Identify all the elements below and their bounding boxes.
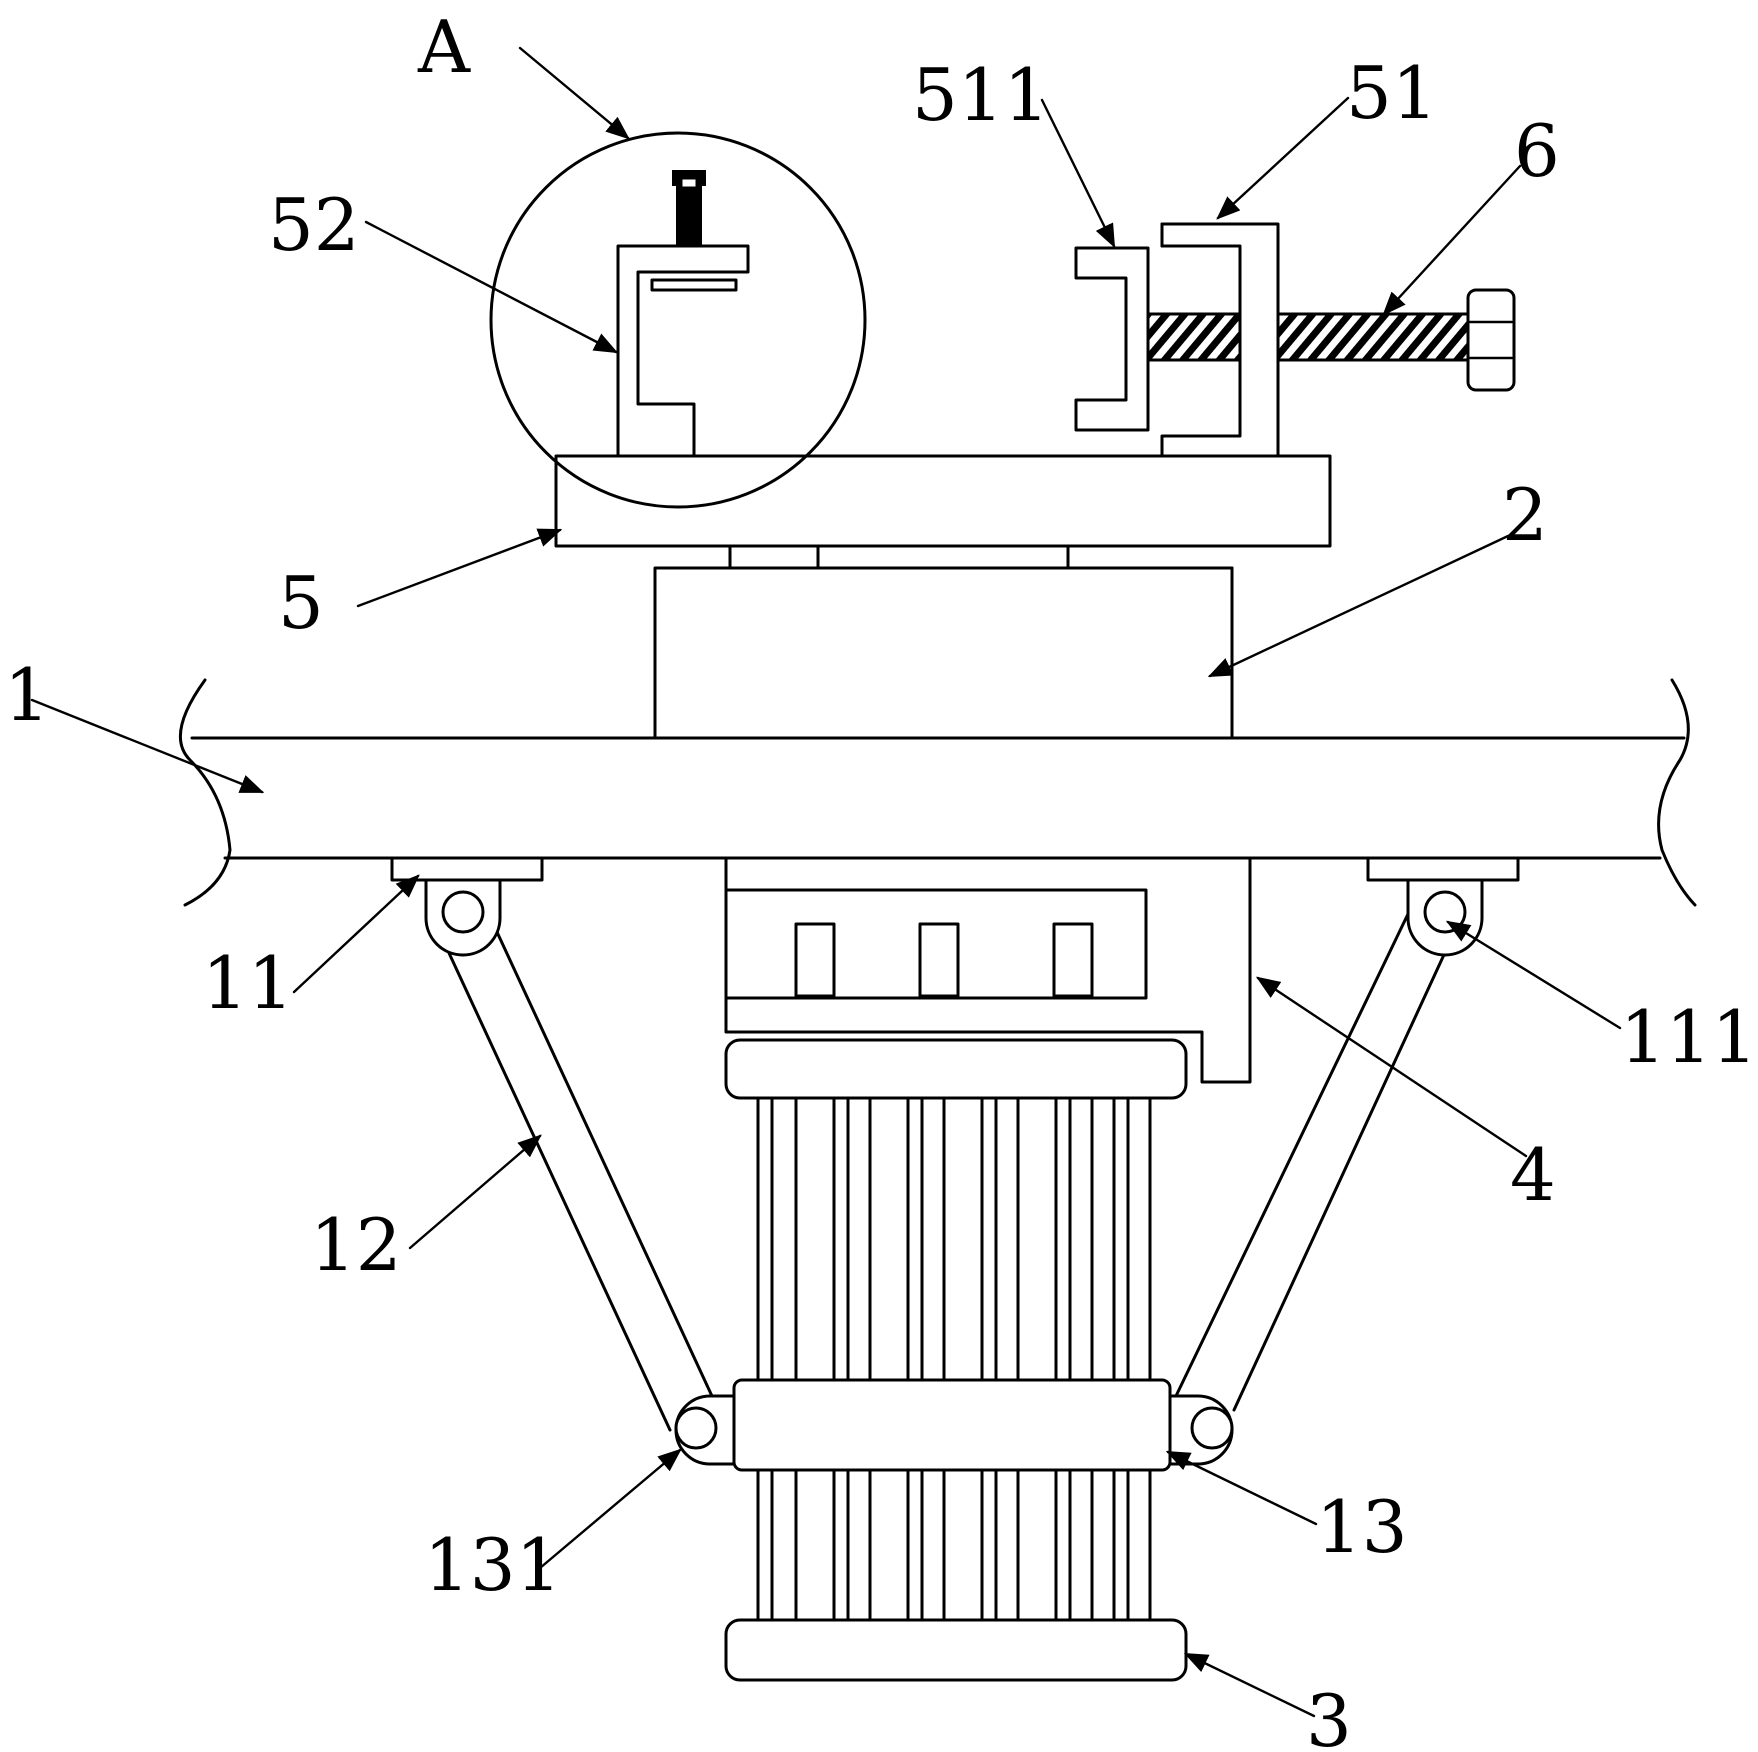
pivot-111: [1423, 890, 1467, 934]
label-11: 11: [202, 941, 294, 1025]
jaw-511: [1074, 246, 1150, 432]
housing-4: [724, 856, 1252, 1084]
label-4: 4: [1510, 1133, 1556, 1217]
label-3: 3: [1306, 1679, 1352, 1752]
roller-bristles: [756, 1096, 1152, 1622]
label-511: 511: [912, 53, 1049, 137]
detail-circle-a: [489, 131, 867, 509]
screw-6: [1146, 288, 1516, 392]
reference-labels: A 52 511 51 6 5 2 1 11 111 4 12 131 13 3: [4, 5, 1757, 1752]
label-a: A: [417, 5, 471, 89]
leader-lines: [30, 46, 1622, 1718]
label-2: 2: [1502, 473, 1548, 557]
mount-11-left: [390, 856, 544, 957]
label-12: 12: [310, 1203, 402, 1287]
label-52: 52: [268, 183, 360, 267]
roller-3: [724, 1038, 1188, 1682]
label-5: 5: [278, 561, 324, 645]
link-12-right: [1174, 912, 1462, 1412]
mount-11-right: [1366, 856, 1520, 957]
link-12-left: [428, 902, 726, 1432]
block-2: [653, 566, 1234, 740]
block-51: [1160, 222, 1280, 458]
collar-13: [674, 1378, 1234, 1472]
label-111: 111: [1620, 995, 1757, 1079]
label-131: 131: [424, 1523, 561, 1607]
clamp-52: [616, 170, 750, 458]
label-13: 13: [1316, 1485, 1408, 1569]
label-51: 51: [1346, 51, 1438, 135]
pivot-131: [674, 1406, 718, 1450]
label-6: 6: [1514, 109, 1560, 193]
base-plate-5: [554, 454, 1332, 570]
beam-1: [178, 678, 1697, 907]
label-1: 1: [4, 653, 50, 737]
